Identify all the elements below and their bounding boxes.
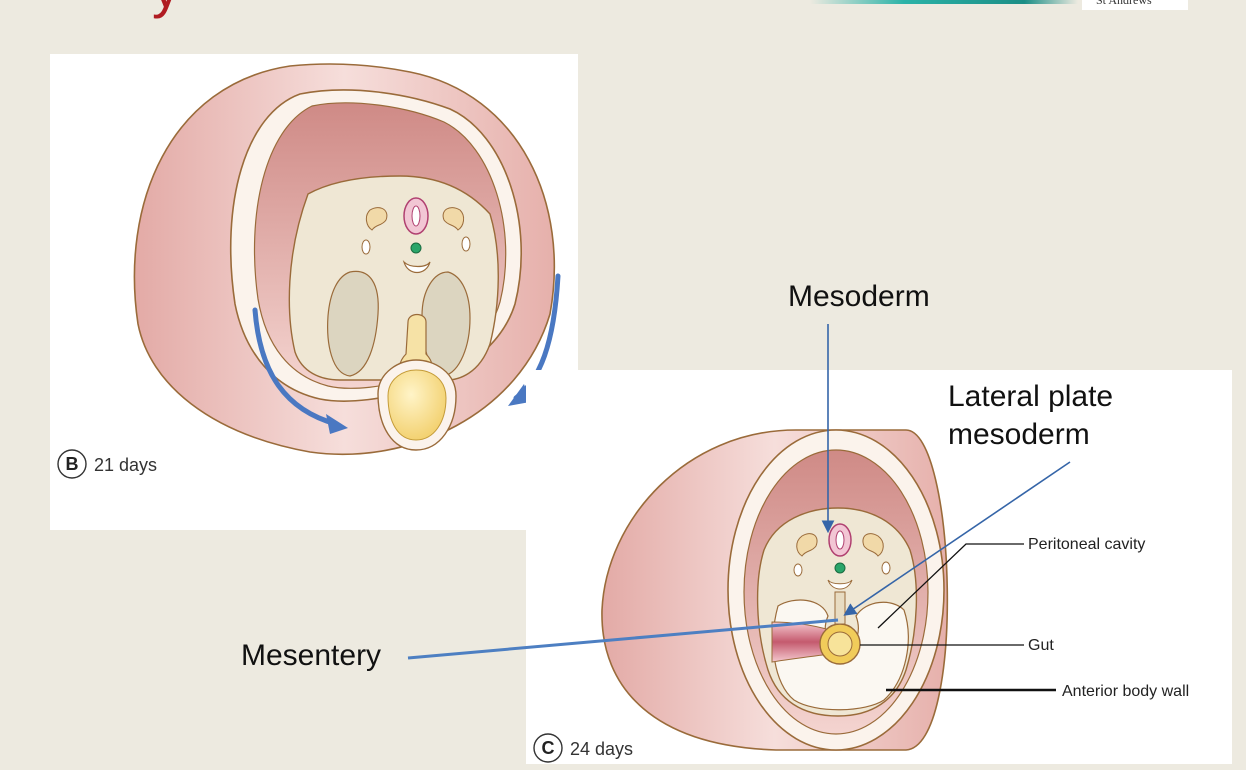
somite-right-c <box>862 533 884 557</box>
notochord <box>410 242 422 254</box>
neural-canal <box>411 205 421 227</box>
folding-arrowhead-right <box>508 384 530 406</box>
panel-b-21-days: B 21 days <box>50 54 578 530</box>
panel-c-letter-circle <box>533 733 563 763</box>
panel-b-age: 21 days <box>94 455 157 475</box>
neural-canal-c <box>835 530 845 550</box>
logo-box: St Andrews <box>1082 0 1188 10</box>
intermediate-mesoderm-left <box>361 239 371 255</box>
panel-c-age: 24 days <box>570 739 633 759</box>
peritoneal-cavity-label: Peritoneal cavity <box>1028 536 1145 553</box>
mesentery-label: Mesentery <box>241 639 382 672</box>
notochord-c <box>834 562 846 574</box>
intermediate-mesoderm-right-c <box>881 561 891 575</box>
dorsal-mesentery <box>834 591 846 625</box>
anterior-body-wall-label: Anterior body wall <box>1062 683 1189 700</box>
somite-left <box>365 207 388 231</box>
somite-right <box>442 207 465 231</box>
yolk-sac <box>387 369 447 441</box>
mesoderm-label: Mesoderm <box>788 280 930 313</box>
logo-text: St Andrews <box>1096 0 1152 7</box>
peritoneal-cavity-leader <box>877 543 1024 629</box>
endoderm-crescent <box>402 259 431 274</box>
gut-label: Gut <box>1028 637 1054 654</box>
panel-c-letter: C <box>542 738 555 758</box>
logo-gradient-bar <box>810 0 1078 4</box>
intermediate-mesoderm-left-c <box>793 563 803 577</box>
gut-lumen <box>827 631 853 657</box>
folding-arrow-left <box>252 307 339 427</box>
mesentery-pointer <box>407 618 839 660</box>
embryo-cross-section-24-days: Peritoneal cavity Gut Anterior body wall… <box>533 429 1189 763</box>
lateral-plate-label-line1: Lateral plate <box>948 380 1114 413</box>
folding-arrowhead-left <box>326 414 348 434</box>
panel-c-24-days: Peritoneal cavity Gut Anterior body wall… <box>526 370 1232 764</box>
panel-b-letter: B <box>66 454 79 474</box>
lateral-fold-left <box>327 270 379 377</box>
lateral-plate-label-line2: mesoderm <box>948 417 1090 451</box>
somite-left-c <box>796 533 818 557</box>
lateral-plate-pointer <box>843 461 1071 616</box>
panel-b-letter-circle <box>57 449 87 479</box>
embryo-cross-section-21-days: B 21 days <box>57 63 561 479</box>
intermediate-mesoderm-right <box>461 236 471 252</box>
lateral-plate-mesoderm-label: Lateral plate mesoderm <box>948 378 1113 453</box>
university-logo: St Andrews <box>810 0 1190 10</box>
slide-title-fragment: y <box>152 0 180 16</box>
dorsal-aorta-c <box>827 579 853 590</box>
